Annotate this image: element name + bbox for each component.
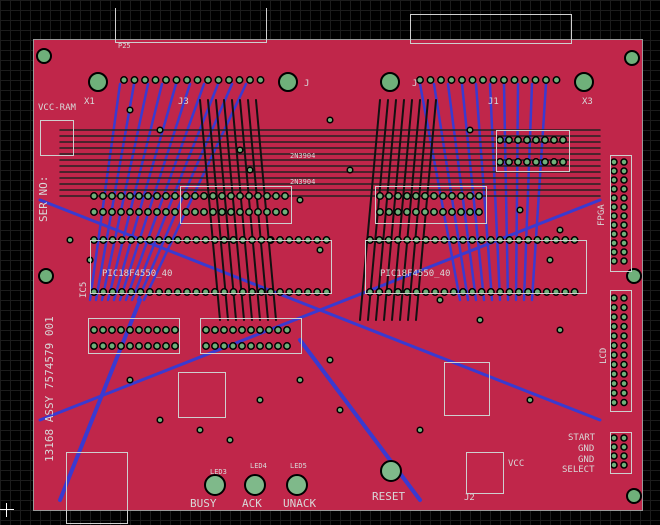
mount-hole-j1[interactable] xyxy=(380,72,400,92)
label-q1: 2N3904 xyxy=(290,152,316,160)
led-ack[interactable] xyxy=(244,474,266,496)
led-busy[interactable] xyxy=(204,474,226,496)
chip-upper-left[interactable] xyxy=(180,186,292,224)
label-x3: X3 xyxy=(582,97,593,107)
connector-usb[interactable] xyxy=(66,452,128,524)
mount-hole-x3[interactable] xyxy=(574,72,594,92)
chip-lower-left[interactable] xyxy=(88,318,180,354)
label-j-left: J xyxy=(304,79,310,89)
label-led5: LED5 xyxy=(290,462,307,470)
label-ack: ACK xyxy=(242,497,262,510)
label-unack: UNACK xyxy=(283,497,317,510)
label-led3: LED3 xyxy=(210,468,227,476)
label-lcd: LCD xyxy=(599,347,609,364)
chip-lower-mid[interactable] xyxy=(200,318,302,354)
cursor-crosshair-icon xyxy=(0,503,14,517)
header-lcd[interactable] xyxy=(610,290,632,412)
led-unack[interactable] xyxy=(286,474,308,496)
label-j3: J3 xyxy=(178,97,189,107)
mount-hole-x1[interactable] xyxy=(88,72,108,92)
label-j1: J1 xyxy=(488,97,499,107)
mount-hole-mr[interactable] xyxy=(626,268,642,284)
label-pic-right: PIC18F4550_40 xyxy=(380,269,451,279)
chip-pic-right[interactable] xyxy=(365,240,587,294)
label-p25: P25 xyxy=(118,42,131,50)
label-reset: RESET xyxy=(372,490,406,503)
label-gnd-2: GND xyxy=(578,455,595,465)
connector-j1-shell xyxy=(410,14,572,44)
label-ser-no: SER NO: xyxy=(37,175,50,222)
jumper-j2[interactable] xyxy=(466,452,504,494)
label-j-right: J xyxy=(412,79,418,89)
label-led4: LED4 xyxy=(250,462,267,470)
header-fpga[interactable] xyxy=(610,155,632,272)
reset-button[interactable] xyxy=(380,460,402,482)
mount-hole-tl[interactable] xyxy=(36,48,52,64)
jumper-vcc-ram[interactable] xyxy=(40,120,74,156)
label-gnd-1: GND xyxy=(578,444,595,454)
label-fpga: FPGA xyxy=(597,204,607,226)
label-j2: J2 xyxy=(464,493,475,503)
label-pic-left: PIC18F4550_40 xyxy=(102,269,173,279)
label-assy: 13168 ASSY 7574579 001 xyxy=(43,316,56,462)
mount-hole-tr[interactable] xyxy=(624,50,640,66)
header-buttons[interactable] xyxy=(610,432,632,474)
chip-upper-right[interactable] xyxy=(375,186,487,224)
label-busy: BUSY xyxy=(190,497,217,510)
label-select: SELECT xyxy=(562,465,595,475)
chip-regulator-2[interactable] xyxy=(444,362,490,416)
mount-hole-br[interactable] xyxy=(626,488,642,504)
label-q2: 2N3904 xyxy=(290,178,316,186)
label-ic5: IC5 xyxy=(79,281,89,298)
connector-j3-shell xyxy=(115,8,267,43)
chip-top-right[interactable] xyxy=(496,130,570,172)
label-start: START xyxy=(568,433,596,443)
chip-regulator[interactable] xyxy=(178,372,226,418)
label-vcc: VCC xyxy=(508,459,525,469)
label-x1: X1 xyxy=(84,97,95,107)
mount-hole-j3[interactable] xyxy=(278,72,298,92)
mount-hole-ml[interactable] xyxy=(38,268,54,284)
chip-pic-left[interactable] xyxy=(90,240,332,294)
label-vcc-ram: VCC-RAM xyxy=(38,103,76,113)
